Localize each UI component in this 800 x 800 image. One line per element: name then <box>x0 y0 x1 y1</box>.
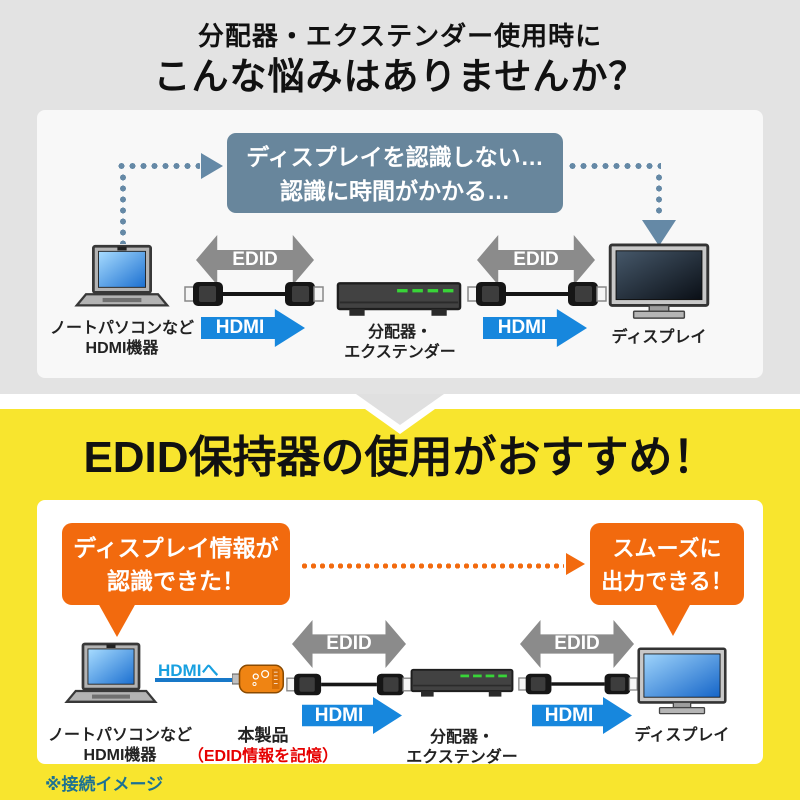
display-label: ディスプレイ <box>634 727 730 744</box>
source-label-line2: HDMI機器 <box>83 747 157 764</box>
hdmi-arrow-label: HDMI <box>497 317 547 338</box>
laptop-icon <box>74 244 170 315</box>
source-device-label: ノートパソコンなど HDMI機器 <box>40 726 200 766</box>
dotted-line-source-up <box>119 172 127 244</box>
connection-image-footnote: ※接続イメージ <box>45 775 164 794</box>
solution-title: EDID保持器の使用がおすすめ！ <box>83 433 717 482</box>
recognized-bubble: ディスプレイ情報が 認識できた！ <box>62 523 290 605</box>
display-icon-dark <box>608 243 710 323</box>
hdmi-cable-icon <box>467 278 607 310</box>
product-label: 本製品 <box>237 726 289 745</box>
source-label-line1: ノートパソコンなど <box>47 727 192 744</box>
top-title-line1: 分配器・エクステンダー使用時に <box>197 21 603 51</box>
recognized-bubble-line2: 認識できた！ <box>107 568 245 594</box>
splitter-label-line1: 分配器・ <box>367 324 432 341</box>
splitter-icon <box>336 281 462 320</box>
hdmi-cable-icon <box>286 670 412 699</box>
source-label-line1: ノートパソコンなど <box>49 320 194 337</box>
dotted-line-to-bubble <box>116 162 200 170</box>
splitter-label: 分配器・ エクステンダー <box>392 728 532 768</box>
display-icon-blue <box>637 647 727 718</box>
problem-bubble-line2: 認識に時間がかかる… <box>280 178 510 204</box>
splitter-icon <box>410 668 514 700</box>
problem-bubble-line1: ディスプレイを認識しない… <box>246 144 544 170</box>
laptop-icon <box>64 642 158 711</box>
hdmi-arrow-label: HDMI <box>314 704 364 726</box>
edid-arrow-label: EDID <box>326 633 372 654</box>
edid-arrow-label: EDID <box>513 249 559 270</box>
smooth-bubble-line2: 出力できる！ <box>601 569 733 594</box>
hdmi-cable-line <box>155 678 243 682</box>
recognized-bubble-line1: ディスプレイ情報が <box>73 535 279 561</box>
arrowhead-orange-icon <box>566 553 585 575</box>
problem-bubble: ディスプレイを認識しない… 認識に時間がかかる… <box>227 133 563 213</box>
smooth-bubble-line1: スムーズに <box>612 536 722 561</box>
hdmi-arrow-label: HDMI <box>215 317 265 338</box>
splitter-label: 分配器・ エクステンダー <box>330 323 470 363</box>
arrowhead-into-bubble-icon <box>201 153 223 179</box>
edid-arrow-label: EDID <box>232 249 278 270</box>
top-title-line2: こんな悩みはありませんか？ <box>153 56 647 97</box>
edid-arrow-label: EDID <box>554 633 600 654</box>
hdmi-cable-icon <box>518 670 638 698</box>
dotted-line-from-bubble <box>567 162 661 170</box>
product-note: （EDID情報を記憶） <box>187 748 339 765</box>
splitter-label-line2: エクステンダー <box>344 344 456 361</box>
hdmi-arrow-label: HDMI <box>544 704 594 726</box>
source-device-label: ノートパソコンなど HDMI機器 <box>40 319 204 359</box>
splitter-label-line2: エクステンダー <box>406 749 518 766</box>
edid-keeper-product-icon <box>232 660 292 698</box>
hdmi-cable-icon <box>184 278 324 310</box>
smooth-output-bubble: スムーズに 出力できる！ <box>590 523 744 605</box>
dotted-line-display-down <box>655 172 663 218</box>
dotted-line-orange <box>300 562 564 570</box>
display-label: ディスプレイ <box>611 329 707 346</box>
splitter-label-line1: 分配器・ <box>429 729 494 746</box>
hdmi-to-label: HDMIへ <box>158 661 219 680</box>
source-label-line2: HDMI機器 <box>85 340 159 357</box>
arrowhead-to-display-icon <box>642 220 676 246</box>
